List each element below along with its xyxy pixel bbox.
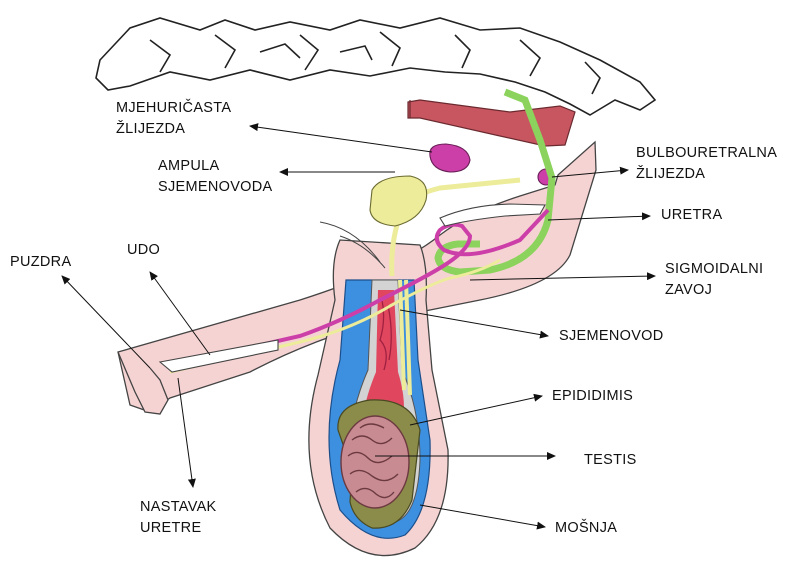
label-sigmoid-line1: SIGMOIDALNI (665, 259, 763, 280)
label-urethral-process: NASTAVAK URETRE (140, 497, 217, 539)
arrow-urethral-process (178, 378, 193, 487)
label-bulbourethral: BULBOURETRALNA ŽLIJEZDA (636, 143, 777, 185)
arrow-seminal-vesicle (250, 126, 432, 152)
label-testis-text: TESTIS (584, 450, 637, 471)
label-urethral-process-line2: URETRE (140, 518, 217, 539)
label-sigmoid-line2: ZAVOJ (665, 280, 763, 301)
label-penis-text: UDO (127, 240, 160, 261)
label-penis: UDO (127, 240, 160, 261)
label-seminal-vesicle: MJEHURIČASTA ŽLIJEZDA (116, 98, 231, 140)
label-bulbourethral-line2: ŽLIJEZDA (636, 164, 777, 185)
label-ampulla-line2: SJEMENOVODA (158, 177, 273, 198)
label-vas-deferens: SJEMENOVOD (559, 326, 664, 347)
label-epididymis: EPIDIDIMIS (552, 386, 633, 407)
label-bulbourethral-line1: BULBOURETRALNA (636, 143, 777, 164)
testis-illustration (341, 416, 409, 508)
label-urethral-process-line1: NASTAVAK (140, 497, 217, 518)
label-ampulla-line1: AMPULA (158, 156, 273, 177)
label-urethra-text: URETRA (661, 205, 722, 226)
label-epididymis-text: EPIDIDIMIS (552, 386, 633, 407)
label-seminal-vesicle-line2: ŽLIJEZDA (116, 119, 231, 140)
label-sheath-text: PUZDRA (10, 252, 71, 273)
label-ampulla: AMPULA SJEMENOVODA (158, 156, 273, 198)
label-seminal-vesicle-line1: MJEHURIČASTA (116, 98, 231, 119)
label-urethra: URETRA (661, 205, 722, 226)
label-vas-deferens-text: SJEMENOVOD (559, 326, 664, 347)
retractor-muscle (408, 100, 575, 146)
arrow-sheath (62, 276, 150, 368)
label-sheath: PUZDRA (10, 252, 71, 273)
label-scrotum: MOŠNJA (555, 518, 617, 539)
label-testis: TESTIS (584, 450, 637, 471)
label-sigmoid: SIGMOIDALNI ZAVOJ (665, 259, 763, 301)
label-scrotum-text: MOŠNJA (555, 518, 617, 539)
